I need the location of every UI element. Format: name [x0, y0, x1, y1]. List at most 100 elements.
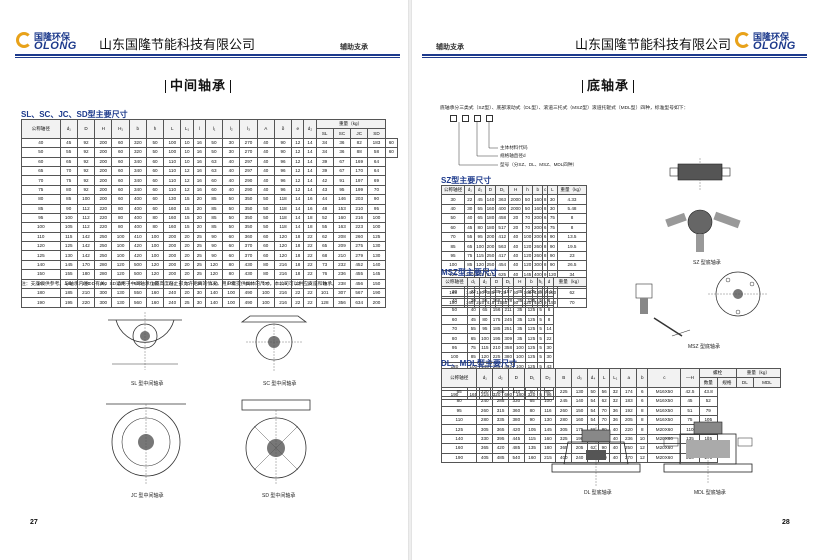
column-header: MDL: [752, 377, 782, 388]
table-cell: 358: [501, 342, 515, 354]
table-cell: 25: [192, 231, 206, 243]
table-cell: 452: [350, 259, 369, 271]
table-cell: 240: [476, 396, 494, 407]
table-cell: 130: [111, 297, 130, 308]
column-header: a: [620, 368, 638, 388]
table-cell: 56: [598, 386, 611, 398]
column-header-group: 螺栓: [698, 367, 737, 379]
table-cell: 30: [192, 288, 206, 299]
mdl-bearing-drawing: [663, 418, 753, 484]
table-cell: 15: [180, 222, 194, 233]
table-cell: 60: [222, 250, 241, 261]
company-logo-right: 国隆环保 OLONG: [735, 30, 795, 52]
table-cell: 110: [163, 156, 182, 167]
table-cell: 50: [521, 203, 534, 215]
table-cell: 180: [484, 213, 497, 224]
page-title: 中间轴承: [161, 75, 235, 94]
table-cell: 340: [128, 156, 147, 167]
table-cell: 80: [523, 405, 541, 416]
table-cell: 100: [539, 396, 557, 407]
table-cell: 22: [303, 259, 317, 271]
table-cell: 567: [350, 288, 369, 299]
table-cell: 55: [59, 147, 78, 158]
table-cell: 156: [490, 305, 503, 316]
table-cell: 70: [521, 222, 534, 233]
table-cell: 50: [222, 203, 241, 214]
table-cell: 30: [222, 137, 241, 149]
column-header: JC: [350, 128, 369, 139]
table-cell: 140: [204, 288, 224, 299]
table-cell: 45: [464, 222, 476, 233]
table-cell: 455: [350, 269, 369, 280]
table-cell: 260: [350, 231, 369, 243]
table-cell: 92: [76, 156, 96, 167]
table-cell: 18: [291, 231, 305, 243]
table-cell: 225: [555, 386, 573, 398]
table-cell: 156: [490, 295, 503, 307]
column-header: D₁: [495, 184, 510, 196]
table-cell: 8: [557, 213, 587, 224]
table-cell: 15: [180, 212, 194, 224]
table-cell: 36: [332, 147, 352, 158]
table-cell: 90: [367, 194, 386, 205]
table-cell: 32: [609, 396, 622, 407]
table-cell: 8: [557, 222, 587, 233]
table-cell: 22: [467, 286, 480, 297]
table-cell: 60: [145, 156, 165, 167]
table-cell: 60: [111, 165, 130, 177]
table-cell: 40: [508, 260, 523, 271]
table-cell: 25: [192, 259, 206, 271]
table-cell: 309: [501, 333, 515, 344]
column-header: D: [490, 276, 503, 288]
table-cell: 40: [467, 305, 480, 316]
table-cell: 200: [484, 231, 497, 243]
table-cell: 335: [492, 414, 509, 426]
table-cell: 55: [464, 231, 476, 243]
table-cell: 18: [291, 250, 305, 261]
table-cell: 5: [536, 295, 545, 307]
table-cell: 90: [204, 241, 224, 252]
table-cell: 140: [21, 259, 61, 271]
table-cell: 40: [508, 231, 523, 243]
table-cell: 183: [620, 396, 638, 407]
column-header: d₂: [478, 276, 492, 288]
table-cell: 95: [367, 203, 386, 214]
table-cell: 96: [273, 184, 293, 196]
column-header: d₂: [303, 119, 317, 139]
table-cell: 22: [303, 288, 317, 299]
table-cell: 100: [474, 241, 486, 252]
logo-cn-text-right: 国隆环保: [753, 33, 790, 43]
table-cell: 50: [441, 305, 468, 316]
header-rule-thin: [15, 57, 400, 58]
table-cell: 210: [332, 250, 352, 261]
sz-subtitle: SZ型主要尺寸: [441, 176, 492, 185]
table-cell: 22: [543, 333, 555, 344]
table-cell: 160: [163, 203, 182, 214]
column-header: 数量: [698, 377, 719, 388]
table-cell: 142: [76, 250, 96, 261]
table-cell: 100: [256, 297, 275, 308]
table-cell: 16: [303, 194, 317, 205]
table-cell: 142: [76, 231, 96, 243]
table-cell: 16: [192, 137, 206, 149]
code-line-material: 主体材料代码: [500, 145, 528, 150]
table-cell: 64: [367, 165, 386, 177]
intro-text: 底轴承分三类式（SZ型）、底部滚动式（DL型）、滚道三托式（MSZ型）滚道托辊式…: [440, 106, 689, 111]
table-cell: 125: [440, 424, 478, 435]
table-cell: 20: [192, 203, 206, 214]
table-cell: 265: [492, 386, 509, 398]
table-cell: 50: [21, 147, 61, 158]
column-header-group: 重量（kg）: [735, 367, 782, 379]
table-cell: 20: [180, 250, 194, 261]
table-cell: 356: [332, 297, 352, 308]
table-cell: 216: [350, 212, 369, 224]
table-cell: 60: [384, 137, 399, 149]
table-cell: 100: [163, 137, 182, 149]
table-cell: 62: [315, 231, 334, 243]
